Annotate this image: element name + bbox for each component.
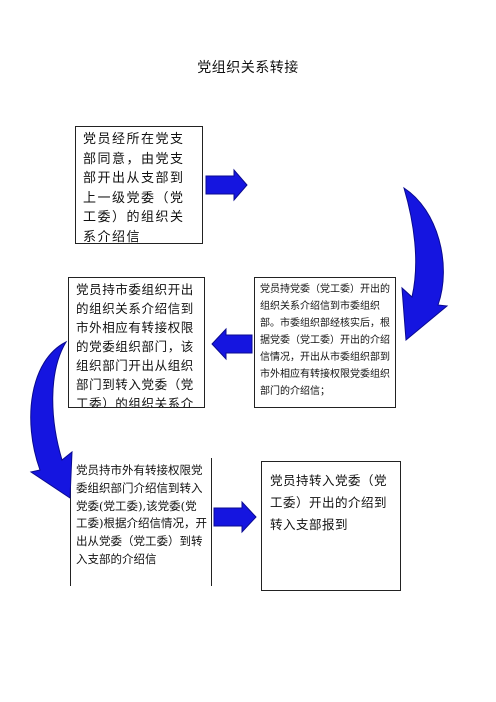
arrow-right-1-icon (205, 168, 248, 202)
arrow-curve-left-icon (29, 340, 73, 499)
step-5-box: 党员持转入党委（党工委）开出的介绍到转入支部报到 (261, 461, 401, 591)
arrow-curve-right-icon (401, 186, 449, 342)
step-2-box: 党员持党委（党工委）开出的组织关系介绍信到市委组织部。市委组织部经核实后，根据党… (254, 277, 396, 408)
step-3-box: 党员持市委组织开出的组织关系介绍信到市外相应有转接权限的党委组织部门，该组织部门… (68, 277, 205, 408)
step-1-box: 党员经所在党支部同意，由党支部开出从支部到上一级党委（党工委）的组织关系介绍信 (75, 126, 203, 244)
arrow-right-2-icon (213, 500, 257, 534)
step-4-box: 党员持市外有转接权限党委组织部门介绍信到转入党委(党工委),该党委(党工委)根据… (70, 458, 212, 586)
page-title: 党组织关系转接 (197, 60, 299, 76)
arrow-left-1-icon (211, 327, 253, 361)
